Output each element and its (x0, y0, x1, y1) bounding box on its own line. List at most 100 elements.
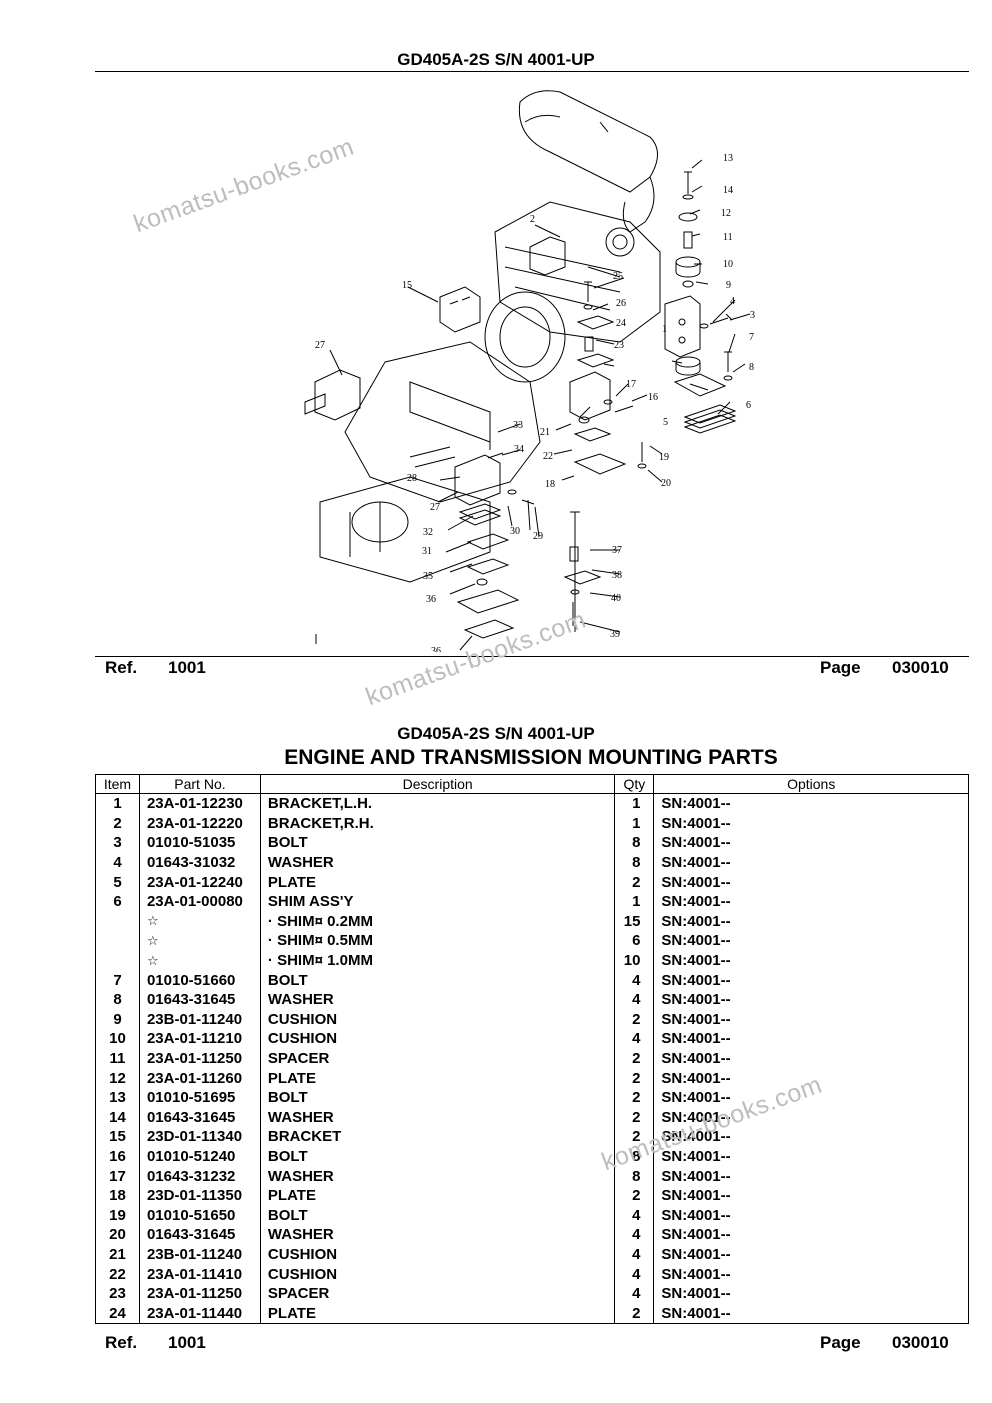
part-no-cell: 23A-01-11440 (138, 1303, 261, 1325)
diagram-callout: 33 (513, 420, 523, 431)
options-cell: SN:4001-- (653, 1244, 969, 1265)
diagram-callout: 6 (746, 400, 751, 411)
qty-cell: 4 (614, 989, 655, 1010)
item-cell: 21 (95, 1244, 140, 1265)
diagram-callout: 25 (613, 271, 623, 282)
options-cell: SN:4001-- (653, 813, 969, 834)
qty-cell: 4 (614, 1205, 655, 1226)
table-header-row: Item Part No. Description Qty Options (95, 774, 969, 794)
description-cell: PLATE (259, 1068, 616, 1088)
description-cell: BOLT (259, 1087, 616, 1108)
options-cell: SN:4001-- (653, 1303, 969, 1325)
diagram-callout: 21 (540, 427, 550, 438)
item-cell (95, 911, 140, 932)
col-item: Item (95, 774, 140, 794)
diagram-callout: 16 (648, 392, 658, 403)
lower-ref-label: Ref. (105, 1333, 138, 1352)
col-description: Description (259, 774, 616, 794)
item-cell: 12 (95, 1068, 140, 1088)
description-cell: BOLT (259, 1205, 616, 1226)
qty-cell: 10 (614, 950, 655, 971)
diagram-callout: 31 (422, 546, 432, 557)
diagram-callout: 36 (431, 646, 441, 652)
part-no-cell: 23A-01-11210 (138, 1029, 261, 1049)
part-no-cell: 23A-01-12230 (138, 793, 261, 814)
part-no-cell: 01643-31645 (138, 1107, 261, 1128)
options-cell: SN:4001-- (653, 1029, 969, 1049)
description-cell: CUSHION (259, 1264, 616, 1284)
qty-cell: 2 (614, 1048, 655, 1069)
description-cell: PLATE (259, 1185, 616, 1206)
part-no-cell: 01010-51035 (138, 833, 261, 853)
part-no-cell: 01643-31645 (138, 989, 261, 1010)
item-cell (95, 931, 140, 951)
diagram-callout: 17 (626, 379, 636, 390)
part-no-cell: 01643-31032 (138, 852, 261, 873)
diagram-callout: 2 (530, 214, 535, 225)
diagram-callout: 27 (430, 502, 440, 513)
qty-cell: 2 (614, 1087, 655, 1108)
part-no-cell: ☆ (138, 931, 261, 951)
description-cell: SPACER (259, 1283, 616, 1304)
diagram-callout: 37 (612, 545, 622, 556)
diagram-callout: 39 (610, 629, 620, 640)
item-cell: 20 (95, 1225, 140, 1245)
description-cell: BRACKET (259, 1127, 616, 1147)
qty-cell: 2 (614, 1107, 655, 1128)
description-cell: WASHER (259, 1225, 616, 1245)
description-cell: BRACKET,L.H. (259, 793, 616, 814)
item-cell: 8 (95, 989, 140, 1010)
description-cell: · SHIM¤ 0.2MM (259, 911, 616, 932)
diagram-callout: 34 (514, 444, 524, 455)
lower-page-label: Page (820, 1333, 861, 1352)
qty-cell: 2 (614, 1068, 655, 1088)
item-cell: 9 (95, 1009, 140, 1030)
diagram-callout: 28 (407, 473, 417, 484)
diagram-callout: 30 (510, 526, 520, 537)
options-cell: SN:4001-- (653, 1127, 969, 1147)
options-cell: SN:4001-- (653, 970, 969, 990)
part-no-cell: 23A-01-12240 (138, 872, 261, 892)
diagram-callout: 29 (533, 531, 543, 542)
item-cell: 14 (95, 1107, 140, 1128)
description-cell: BOLT (259, 970, 616, 990)
upper-page-value: 030010 (892, 658, 949, 677)
qty-cell: 8 (614, 852, 655, 873)
item-cell: 13 (95, 1087, 140, 1108)
item-cell: 5 (95, 872, 140, 892)
diagram-callout: 1 (662, 324, 667, 335)
upper-footer-rule (95, 656, 969, 657)
qty-cell: 4 (614, 1264, 655, 1284)
qty-cell: 1 (614, 813, 655, 834)
item-cell: 4 (95, 852, 140, 873)
part-no-cell: ☆ (138, 950, 261, 971)
description-cell: CUSHION (259, 1009, 616, 1030)
diagram-callout: 7 (749, 332, 754, 343)
description-cell: BOLT (259, 833, 616, 853)
diagram-callout: 9 (726, 280, 731, 291)
description-cell: WASHER (259, 1166, 616, 1186)
item-cell: 6 (95, 891, 140, 912)
options-cell: SN:4001-- (653, 1107, 969, 1128)
qty-cell: 15 (614, 911, 655, 932)
diagram-callout: 36 (426, 594, 436, 605)
part-no-cell: 01643-31232 (138, 1166, 261, 1186)
options-cell: SN:4001-- (653, 1283, 969, 1304)
description-cell: SHIM ASS'Y (259, 891, 616, 912)
